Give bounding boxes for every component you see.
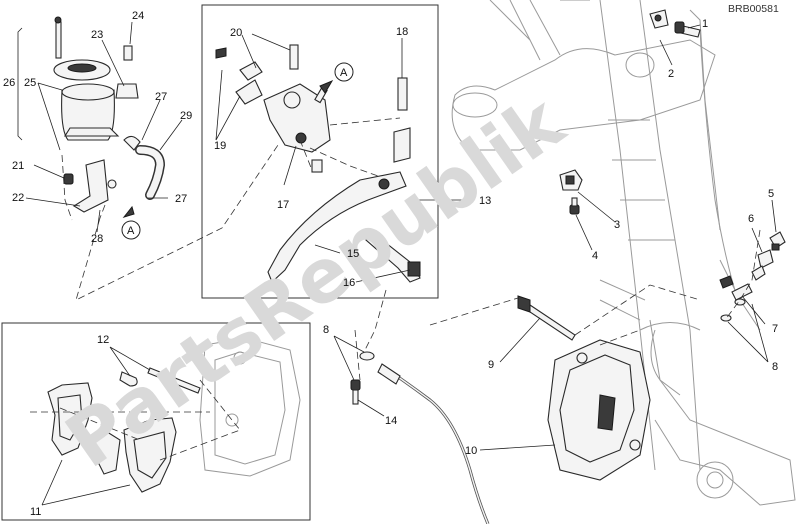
flow-arrows: [122, 79, 334, 218]
master-cylinder-frame: [201, 4, 439, 299]
callout-20: 20: [230, 27, 242, 39]
part-3-hose-clamp: [559, 169, 583, 191]
callout-29: 29: [180, 110, 192, 122]
callout-22: 22: [12, 192, 24, 204]
drawing-code: BRB00581: [728, 3, 779, 15]
part-11-brake-pads: [47, 382, 177, 493]
marker-a-master: A: [334, 62, 354, 82]
callout-28: 28: [91, 233, 103, 245]
part-8-washers-right: [720, 298, 746, 322]
callout-3: 3: [614, 219, 620, 231]
callout-25: 25: [24, 77, 36, 89]
part-12-pins: [119, 367, 201, 394]
reservoir-bracket: [63, 159, 117, 213]
callout-5: 5: [768, 188, 774, 200]
dashed-routing: [30, 117, 761, 461]
callout-13: 13: [479, 195, 491, 207]
callout-17: 17: [277, 199, 289, 211]
marker-a-reservoir: A: [121, 220, 141, 240]
callout-8-left: 8: [323, 324, 329, 336]
brake-pads-frame: [1, 322, 311, 521]
callout-27-upper: 27: [155, 91, 167, 103]
fork-and-frame: [451, 0, 796, 506]
part-4-screw: [569, 197, 580, 215]
callout-1: 1: [702, 18, 708, 30]
callout-4: 4: [592, 250, 598, 262]
caliper-ghost: [199, 337, 301, 477]
marker-a-label: A: [127, 225, 135, 237]
callout-6: 6: [748, 213, 754, 225]
callout-7: 7: [772, 323, 778, 335]
part-1-bolt: [674, 21, 701, 38]
callout-12: 12: [97, 334, 109, 346]
callout-15: 15: [347, 248, 359, 260]
callout-27-lower: 27: [175, 193, 187, 205]
callout-14: 14: [385, 415, 397, 427]
part-14-brake-hose: [377, 363, 490, 524]
part-9-caliper-bolt: [517, 295, 576, 341]
marker-a-label: A: [340, 67, 348, 79]
callout-8-right: 8: [772, 361, 778, 373]
callout-18: 18: [396, 26, 408, 38]
part-10-brake-caliper: [547, 339, 651, 481]
callout-10: 10: [465, 445, 477, 457]
bracket-26-brace: [17, 27, 23, 141]
callout-23: 23: [91, 29, 103, 41]
callout-21: 21: [12, 160, 24, 172]
callout-16: 16: [343, 277, 355, 289]
callout-26: 26: [3, 77, 15, 89]
callout-9: 9: [488, 359, 494, 371]
leader-lines: [25, 21, 777, 506]
reservoir-assembly: [53, 16, 166, 200]
callout-11: 11: [30, 506, 41, 518]
part-5-bleed-screw: [769, 231, 786, 251]
part-6-banjo-fitting: [751, 249, 774, 281]
part-8-washers-left: [350, 351, 375, 405]
callout-24: 24: [132, 10, 144, 22]
callout-2: 2: [668, 68, 674, 80]
callout-19: 19: [214, 140, 226, 152]
part-2-clip: [649, 9, 669, 29]
